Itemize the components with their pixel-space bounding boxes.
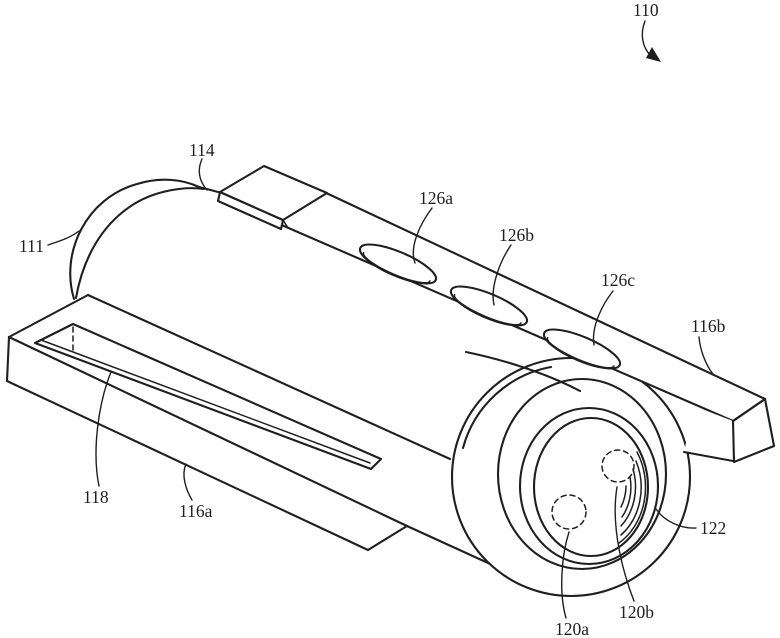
ref-label-126c: 126c [601, 270, 635, 290]
leader-114 [198, 158, 208, 191]
arm-left-right-cut-edge [366, 524, 409, 552]
leader-126c [592, 290, 614, 346]
arm-right-top-back-edge [320, 189, 767, 401]
leader-116a [183, 463, 193, 501]
body-to-barrel-seam [464, 350, 582, 393]
arm-right-end-top-edge [731, 397, 767, 423]
ref-label-118: 118 [83, 487, 109, 507]
lens-ring-outer [496, 377, 668, 571]
cylinder-end-cap [69, 178, 224, 301]
bracket-arm-right [275, 189, 776, 464]
arm-right-bottom-edge [682, 450, 735, 463]
arm-left-end-top-edge [7, 293, 90, 339]
tab-step-edge [282, 219, 289, 229]
cylinder-top-edge-stub [197, 185, 224, 195]
ref-label-110: 110 [633, 0, 659, 20]
leader-126a [412, 207, 433, 264]
leader-122 [655, 508, 697, 529]
leader-110 [641, 20, 652, 57]
vent-slot-126c [542, 328, 622, 370]
ref-label-120b: 120b [619, 602, 654, 622]
lens-hatch-shading [618, 451, 647, 544]
slot-118-opening [33, 322, 383, 471]
lens-bezel-inner [532, 416, 650, 558]
leader-126b [492, 244, 512, 306]
vent-slot-126a [358, 243, 438, 285]
leader-116b [698, 336, 714, 375]
arm-left-top-front-edge [7, 335, 409, 528]
ref-label-126a: 126a [419, 188, 453, 208]
end-cap-outer-arc [69, 178, 201, 301]
lens-element-120b [601, 449, 635, 483]
leader-120b [614, 486, 635, 602]
arm-left-top-back-edge [86, 293, 452, 461]
arm-left-front-face [7, 337, 407, 550]
barrel-outer-rim [450, 356, 692, 598]
arm-right-front-face [684, 406, 733, 461]
lens-bezel-outer [518, 406, 660, 566]
leader-111 [47, 230, 80, 246]
ref-label-122: 122 [700, 518, 726, 538]
reference-numerals: 110 111 114 126a 126b 126c 116b 118 116a… [19, 0, 726, 638]
ref-label-116b: 116b [691, 316, 726, 336]
ref-label-126b: 126b [499, 225, 534, 245]
leader-118 [95, 371, 112, 487]
slot-118-inner-wall-line [40, 339, 371, 464]
bracket-arm-left [5, 293, 452, 552]
leader-110-arrowhead [646, 47, 661, 62]
ref-label-120a: 120a [555, 619, 589, 638]
leader-lines [47, 20, 714, 619]
leader-120a [561, 531, 570, 619]
arm-left-bottom-edge [5, 379, 370, 552]
ref-label-111: 111 [19, 236, 44, 256]
ref-label-114: 114 [189, 140, 215, 160]
lens-barrel [450, 350, 692, 598]
ref-label-116a: 116a [179, 501, 213, 521]
tab-top-face [218, 164, 329, 222]
arm-left-end-side-edge [5, 335, 11, 383]
arm-right-top-face [277, 191, 765, 421]
lens-element-120a [551, 494, 587, 530]
end-cap-inner-arc [74, 187, 206, 300]
mounting-tab [216, 164, 329, 231]
